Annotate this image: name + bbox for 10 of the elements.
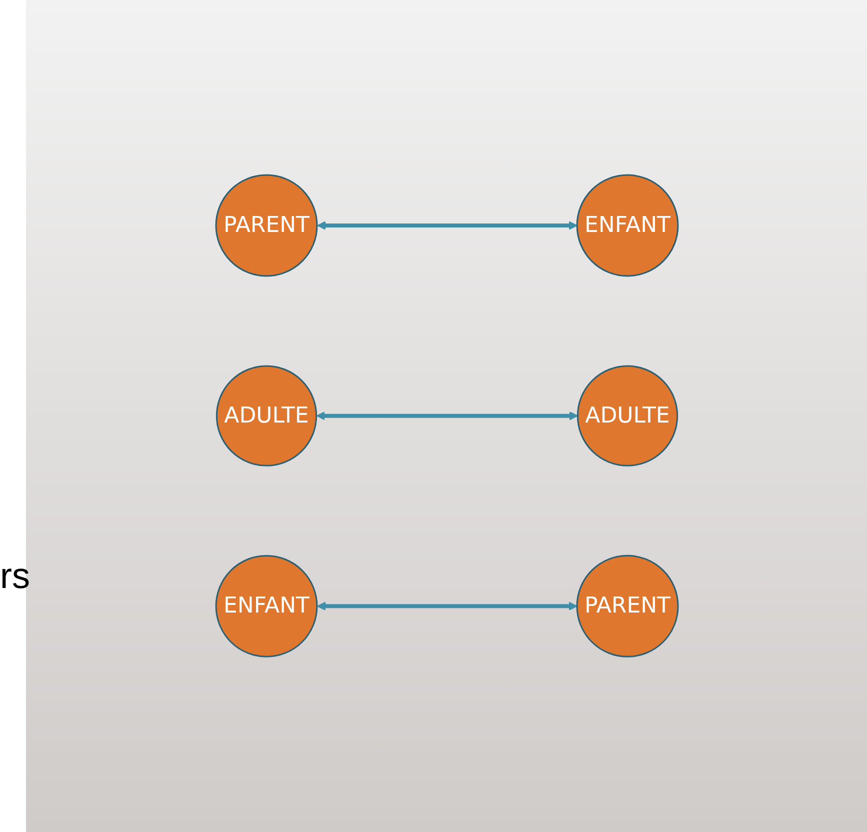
arrow bbox=[316, 602, 577, 611]
node-circle: ENFANT bbox=[576, 174, 678, 277]
cut-off-text: rs bbox=[0, 555, 30, 597]
node-circle: ADULTE bbox=[215, 365, 317, 467]
node-circle: PARENT bbox=[576, 555, 678, 658]
arrow bbox=[316, 412, 578, 420]
node-circle: ADULTE bbox=[576, 365, 678, 467]
arrow bbox=[316, 221, 577, 230]
node-circle: ENFANT bbox=[214, 555, 318, 658]
node-circle: PARENT bbox=[214, 174, 318, 277]
